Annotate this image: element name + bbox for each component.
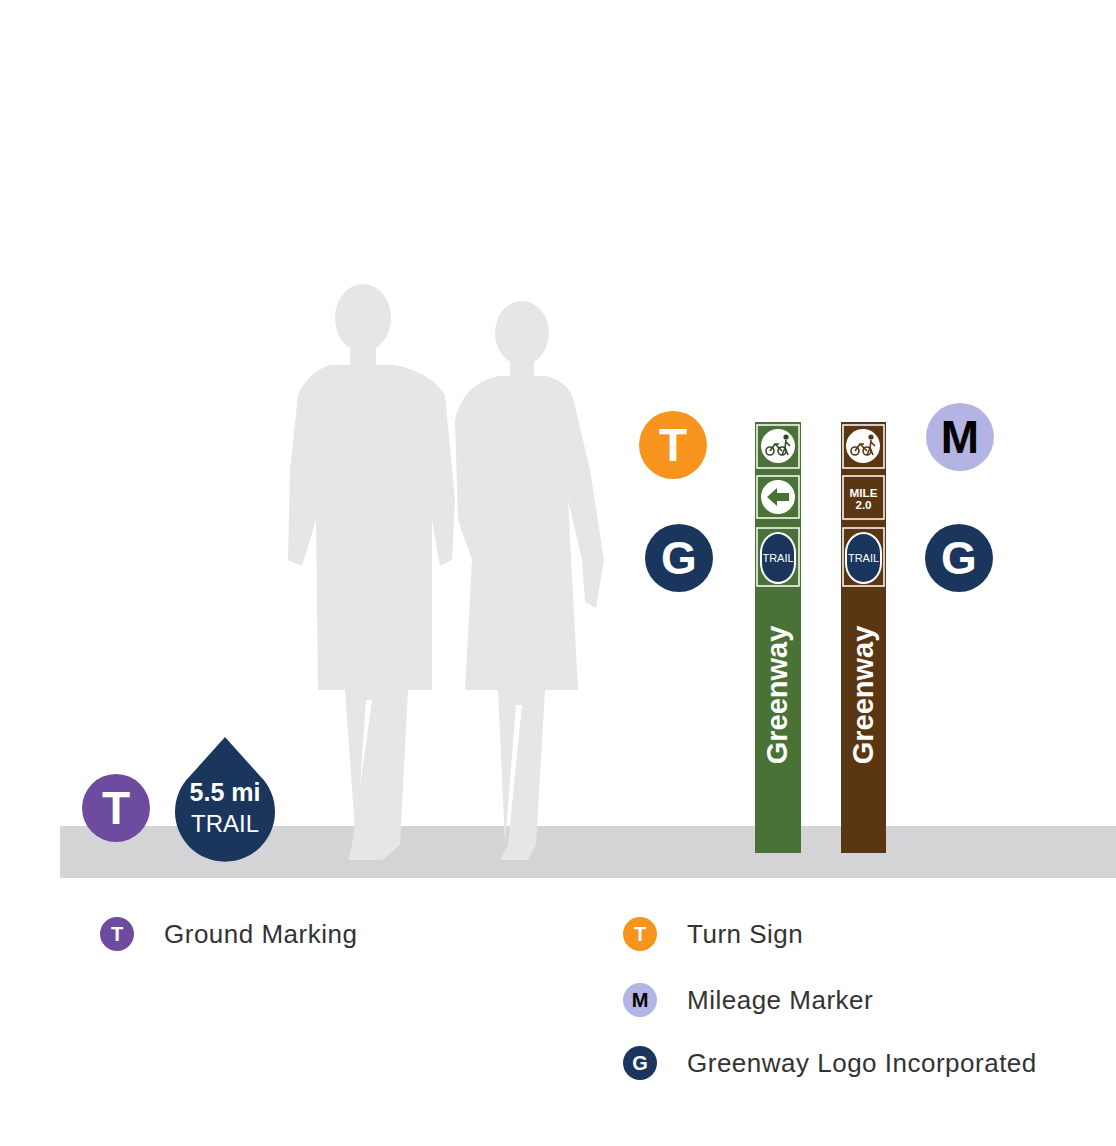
legend-letter: G <box>632 1052 648 1075</box>
mile-marker-plate: MILE 2.0 <box>844 479 883 519</box>
trail-logo: TRAIL <box>845 532 882 584</box>
legend-entry: T Ground Marking <box>100 917 357 951</box>
greenway-post: Greenway MILE 2.0TRAIL <box>841 422 886 853</box>
legend-letter: M <box>632 989 649 1012</box>
legend-letter: T <box>111 923 123 946</box>
legend-entry: G Greenway Logo Incorporated <box>623 1046 1037 1080</box>
drop-text: 5.5 mi <box>190 779 261 807</box>
brown-post <box>841 422 886 853</box>
legend-letter: T <box>634 923 646 946</box>
drop-outline <box>175 737 275 862</box>
greenway-logo-key: G <box>925 524 993 592</box>
ground-marking-key: T <box>82 774 150 842</box>
drop-text: TRAIL <box>191 811 259 837</box>
legend-entry: T Turn Sign <box>623 917 803 951</box>
legend-text: Greenway Logo Incorporated <box>687 1048 1037 1079</box>
legend-entry: M Mileage Marker <box>623 983 873 1017</box>
sign-text: T <box>102 783 130 834</box>
sign-text: T <box>659 420 687 471</box>
sign-text: M <box>941 412 979 463</box>
turn-sign: T <box>639 411 707 479</box>
legend-text: Turn Sign <box>687 919 803 950</box>
legend-swatch: T <box>100 917 134 951</box>
sign-text: TRAIL <box>762 552 793 564</box>
greenway-logo-key: G <box>645 524 713 592</box>
sign-text: MILE 2.0 <box>844 487 883 512</box>
post-name: Greenway <box>848 626 880 765</box>
legend-swatch: G <box>623 1046 657 1080</box>
post-name: Greenway <box>762 626 794 765</box>
sign-text: G <box>661 533 697 584</box>
legend-text: Ground Marking <box>164 919 357 950</box>
green-post <box>755 422 801 853</box>
trail-logo: TRAIL <box>760 532 796 584</box>
ground-marking-drop: 5.5 mi TRAIL <box>175 737 275 862</box>
legend-text: Mileage Marker <box>687 985 873 1016</box>
legend-swatch: M <box>623 983 657 1017</box>
mileage-marker-key: M <box>926 403 994 471</box>
sign-text: TRAIL <box>848 552 879 564</box>
legend-swatch: T <box>623 917 657 951</box>
greenway-post: Greenway TRAIL <box>755 422 801 853</box>
sign-text: G <box>941 533 977 584</box>
people-silhouettes <box>288 284 604 860</box>
